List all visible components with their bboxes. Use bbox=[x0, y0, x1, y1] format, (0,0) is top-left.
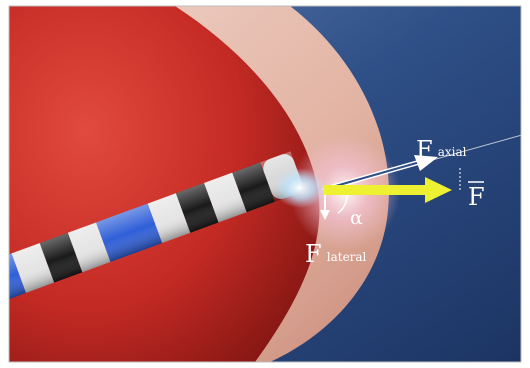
angle-label: α bbox=[350, 207, 363, 229]
catheter-tip-glow bbox=[274, 168, 326, 208]
resultant-force-label: F bbox=[468, 183, 485, 211]
